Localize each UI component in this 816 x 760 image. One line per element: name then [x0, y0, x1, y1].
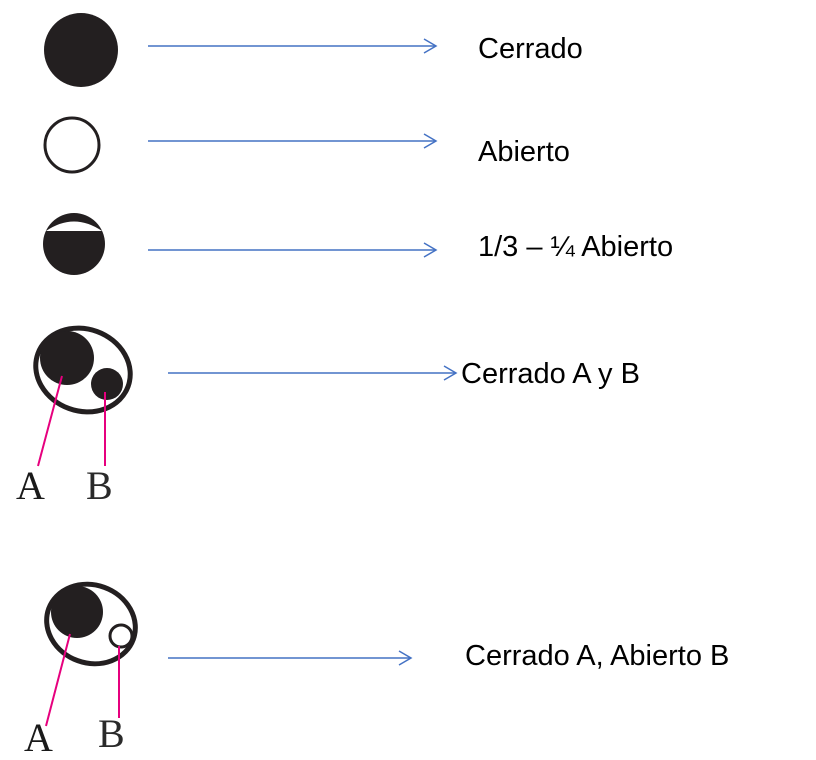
arrow-right-icon — [148, 38, 438, 54]
double-closed-eye-icon — [33, 325, 133, 415]
marker-letter-a: A — [24, 715, 53, 760]
legend-label-open: Abierto — [478, 136, 570, 168]
pointer-line-a — [37, 375, 63, 467]
half-filled-circle-icon — [43, 213, 105, 275]
arrow-right-icon — [148, 242, 438, 258]
arrow-right-icon — [168, 650, 413, 666]
legend-label-closed-a-b: Cerrado A y B — [461, 358, 640, 390]
legend-label-closed: Cerrado — [478, 33, 583, 65]
pointer-line-a — [45, 633, 71, 727]
closed-open-eye-icon — [44, 581, 138, 667]
marker-letter-a: A — [16, 463, 45, 508]
arrow-right-icon — [148, 133, 438, 149]
filled-circle-icon — [44, 13, 118, 87]
marker-letter-b: B — [86, 463, 113, 508]
marker-letter-b: B — [98, 711, 125, 756]
open-circle-icon — [43, 116, 101, 174]
legend-label-partial: 1/3 – ¼ Abierto — [478, 231, 674, 263]
arrow-right-icon — [168, 365, 458, 381]
legend-label-closed-a-open-b: Cerrado A, Abierto B — [465, 640, 730, 672]
